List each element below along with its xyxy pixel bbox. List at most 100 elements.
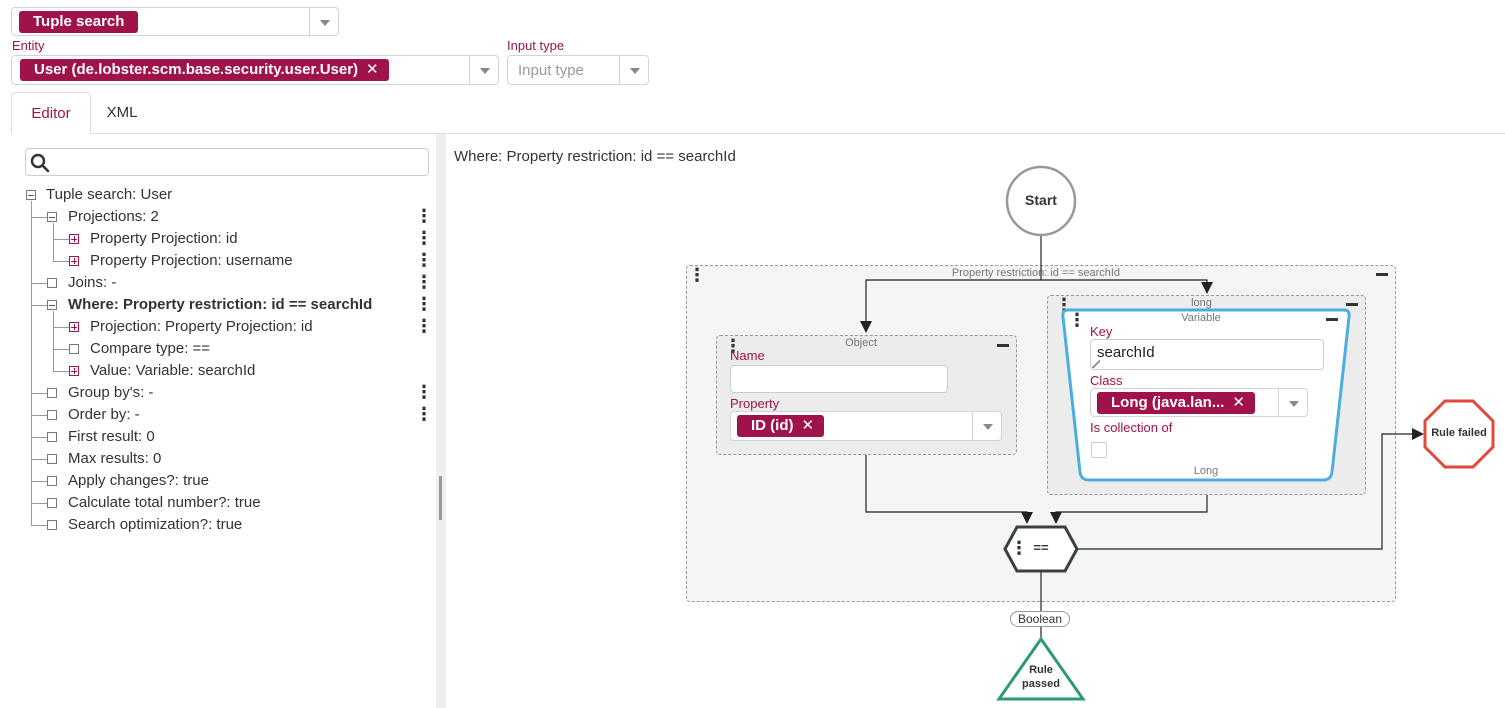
more-icon[interactable] [1010,538,1028,558]
input-type-label: Input type [507,38,565,53]
more-icon[interactable] [1068,310,1086,330]
tree-search-input[interactable] [25,148,429,176]
more-icon[interactable] [415,206,433,226]
tree-item-group-by[interactable]: Group by's: - [68,384,154,401]
tree-item-projection-username[interactable]: Property Projection: username [90,252,293,269]
tree-item-calculate-total[interactable]: Calculate total number?: true [68,494,261,511]
more-icon[interactable] [724,336,742,356]
tree-item-value[interactable]: Value: Variable: searchId [90,362,256,379]
tree-item-max-results[interactable]: Max results: 0 [68,450,162,467]
tree-line [53,327,69,328]
minimize-icon[interactable] [1326,318,1338,321]
minimize-icon[interactable] [1376,273,1388,276]
chevron-down-icon[interactable] [469,56,498,84]
tree-item-joins[interactable]: Joins: - [68,274,117,291]
close-icon[interactable]: ✕ [801,417,815,434]
entity-chip: User (de.lobster.scm.base.security.user.… [20,59,389,81]
class-chip: Long (java.lan...✕ [1097,392,1255,414]
leaf-icon [47,520,57,530]
tab-xml[interactable]: XML [106,104,138,121]
tree-line [53,261,69,262]
variable-class-label: Class [1090,373,1123,388]
close-icon[interactable]: ✕ [1232,394,1245,411]
tree-line [31,415,47,416]
variable-class-select[interactable]: Long (java.lan...✕ [1090,388,1308,417]
restriction-title: Property restriction: id == searchId [951,267,1121,279]
more-icon[interactable] [415,404,433,424]
more-icon[interactable] [688,265,706,285]
minimize-icon[interactable] [1346,303,1358,306]
collapse-icon[interactable] [47,212,57,222]
more-icon[interactable] [415,294,433,314]
expand-icon[interactable] [69,256,79,266]
tree-line [53,311,54,371]
tree-line [53,371,69,372]
more-icon[interactable] [415,250,433,270]
tree-line [53,223,54,261]
start-node[interactable] [1005,165,1077,237]
variable-key-value: searchId [1097,344,1155,361]
collapse-icon[interactable] [47,300,57,310]
tab-divider [91,133,1505,134]
entity-select[interactable]: User (de.lobster.scm.base.security.user.… [11,55,499,85]
variable-collection-label: Is collection of [1090,420,1173,435]
search-type-chip: Tuple search [19,11,139,33]
tree-line [31,503,47,504]
tab-editor[interactable]: Editor [11,92,91,134]
tree-item-order-by[interactable]: Order by: - [68,406,140,423]
chevron-down-icon[interactable] [309,8,338,35]
tree-item-first-result[interactable]: First result: 0 [68,428,155,445]
search-icon [30,153,50,173]
tree-line [31,393,47,394]
leaf-icon [47,410,57,420]
leaf-icon [47,278,57,288]
rule-failed-node[interactable] [1423,399,1495,469]
expand-icon[interactable] [69,366,79,376]
object-name-label: Name [730,348,765,363]
object-name-input[interactable] [730,365,948,393]
expand-icon[interactable] [69,322,79,332]
leaf-icon [69,344,79,354]
input-type-placeholder: Input type [518,62,584,79]
operator-label: == [1033,540,1049,555]
tree-item-where-projection[interactable]: Projection: Property Projection: id [90,318,313,335]
tree-item-projections[interactable]: Projections: 2 [68,208,159,225]
more-icon[interactable] [415,382,433,402]
tree-item-where[interactable]: Where: Property restriction: id == searc… [68,296,373,313]
collapse-icon[interactable] [26,190,36,200]
tree-item-projection-id[interactable]: Property Projection: id [90,230,238,247]
tree-line [31,481,47,482]
more-icon[interactable] [415,316,433,336]
minimize-icon[interactable] [997,344,1009,347]
tree-item-apply-changes[interactable]: Apply changes?: true [68,472,209,489]
input-type-select[interactable]: Input type [507,55,649,85]
long-title: long [1191,297,1212,309]
variable-footer: Long [1193,465,1219,477]
search-type-select[interactable]: Tuple search [11,7,339,36]
rule-failed-label: Rule failed [1431,427,1487,439]
more-icon[interactable] [415,228,433,248]
tree-line [31,201,32,525]
chevron-down-icon[interactable] [619,56,648,84]
close-icon[interactable]: ✕ [366,61,379,78]
variable-title: Variable [1181,312,1221,324]
collection-checkbox[interactable] [1091,442,1107,458]
object-title: Object [845,337,877,349]
tree-item-compare-type[interactable]: Compare type: == [90,340,211,357]
leaf-icon [47,388,57,398]
tree-line [31,459,47,460]
splitter-handle[interactable] [439,476,442,520]
resize-icon[interactable] [1092,360,1100,368]
tree-item-search-optimization[interactable]: Search optimization?: true [68,516,243,533]
boolean-badge: Boolean [1010,611,1070,627]
tree-root[interactable]: Tuple search: User [46,186,173,203]
chevron-down-icon[interactable] [1278,389,1307,416]
more-icon[interactable] [415,272,433,292]
rule-passed-node[interactable] [996,636,1086,702]
object-property-select[interactable]: ID (id)✕ [730,411,1002,441]
leaf-icon [47,454,57,464]
panel-splitter[interactable] [436,134,446,708]
variable-key-input[interactable]: searchId [1090,339,1324,370]
chevron-down-icon[interactable] [972,412,1001,440]
expand-icon[interactable] [69,234,79,244]
